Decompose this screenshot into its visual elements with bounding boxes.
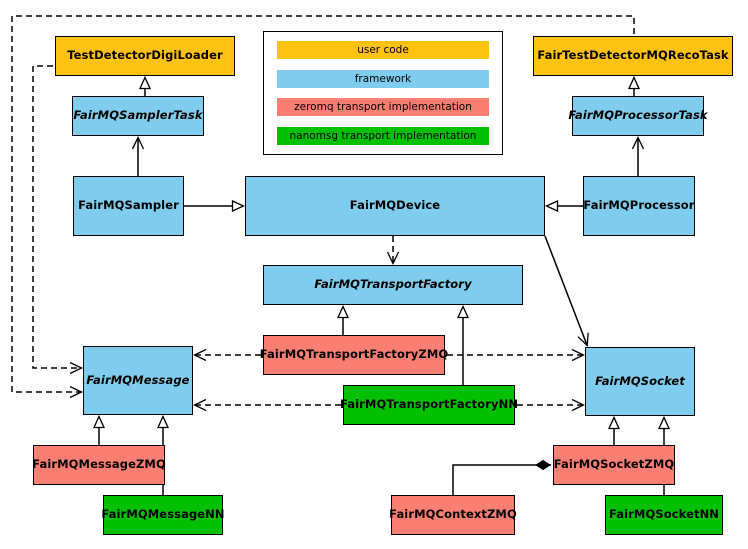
class-node-fair-mq-transport-factory-nn[interactable]: FairMQTransportFactoryNN	[340, 385, 518, 425]
class-node-fair-mq-transport-factory[interactable]: FairMQTransportFactory	[263, 265, 523, 305]
class-node-fair-mq-processor[interactable]: FairMQProcessor	[583, 176, 695, 236]
class-node-fair-test-detector-mq-reco-task[interactable]: FairTestDetectorMQRecoTask	[533, 36, 733, 76]
legend-item-zmq: zeromq transport implementation	[277, 98, 489, 117]
edge-reco-task-uses-message	[11, 15, 635, 392]
class-node-test-detector-digi-loader[interactable]: TestDetectorDigiLoader	[55, 36, 235, 76]
class-node-fair-mq-sampler-task[interactable]: FairMQSamplerTask	[72, 96, 204, 136]
class-node-fair-mq-processor-task[interactable]: FairMQProcessorTask	[568, 96, 708, 136]
class-node-fair-mq-transport-factory-zmq[interactable]: FairMQTransportFactoryZMQ	[260, 335, 448, 375]
class-node-fair-mq-message[interactable]: FairMQMessage	[83, 346, 193, 415]
legend-item-nanomsg: nanomsg transport implementation	[277, 126, 489, 145]
color-legend: user code framework zeromq transport imple…	[263, 31, 503, 155]
edge-socket-zmq-aggregates-context-zmq	[452, 459, 551, 495]
class-node-fair-mq-device[interactable]: FairMQDevice	[245, 176, 545, 236]
class-node-fair-mq-context-zmq[interactable]: FairMQContextZMQ	[389, 495, 517, 535]
class-node-fair-mq-socket-nn[interactable]: FairMQSocketNN	[605, 495, 723, 535]
edge-device-uses-socket	[544, 235, 587, 345]
class-node-fair-mq-message-zmq[interactable]: FairMQMessageZMQ	[32, 445, 166, 485]
class-node-fair-mq-message-nn[interactable]: FairMQMessageNN	[101, 495, 225, 535]
legend-item-framework: framework	[277, 69, 489, 88]
class-node-fair-mq-socket-zmq[interactable]: FairMQSocketZMQ	[553, 445, 675, 485]
class-node-fair-mq-sampler[interactable]: FairMQSampler	[73, 176, 184, 236]
edge-digi-loader-uses-message	[32, 65, 81, 368]
class-node-fair-mq-socket[interactable]: FairMQSocket	[585, 347, 695, 416]
legend-item-user: user code	[277, 41, 489, 59]
